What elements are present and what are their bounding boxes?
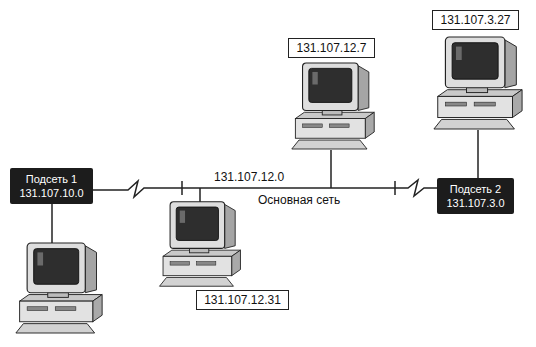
address-box: 131.107.12.7: [288, 38, 375, 58]
computer-icon: [292, 63, 374, 149]
computer-icon: [160, 202, 241, 286]
subnet-box: Подсеть 1131.107.10.0: [10, 168, 93, 204]
address-box: 131.107.12.31: [196, 290, 289, 310]
subnet-box: Подсеть 2131.107.3.0: [437, 178, 514, 214]
ip-address: 131.107.12.7: [294, 41, 369, 55]
subnet-name: Подсеть 2: [444, 182, 507, 196]
computer-icon: [16, 243, 102, 333]
network-address: 131.107.12.0: [212, 170, 286, 184]
subnet-address: 131.107.10.0: [17, 186, 86, 200]
ip-address: 131.107.12.31: [202, 293, 283, 307]
subnet-name: Подсеть 1: [17, 172, 86, 186]
subnet-address: 131.107.3.0: [444, 196, 507, 210]
station-link: [330, 150, 332, 188]
computer-icon: [434, 37, 522, 129]
backbone-line: [182, 187, 395, 189]
ip-address: 131.107.3.27: [438, 13, 513, 27]
address-box: 131.107.3.27: [432, 10, 519, 30]
network-name: Основная сеть: [256, 193, 342, 207]
